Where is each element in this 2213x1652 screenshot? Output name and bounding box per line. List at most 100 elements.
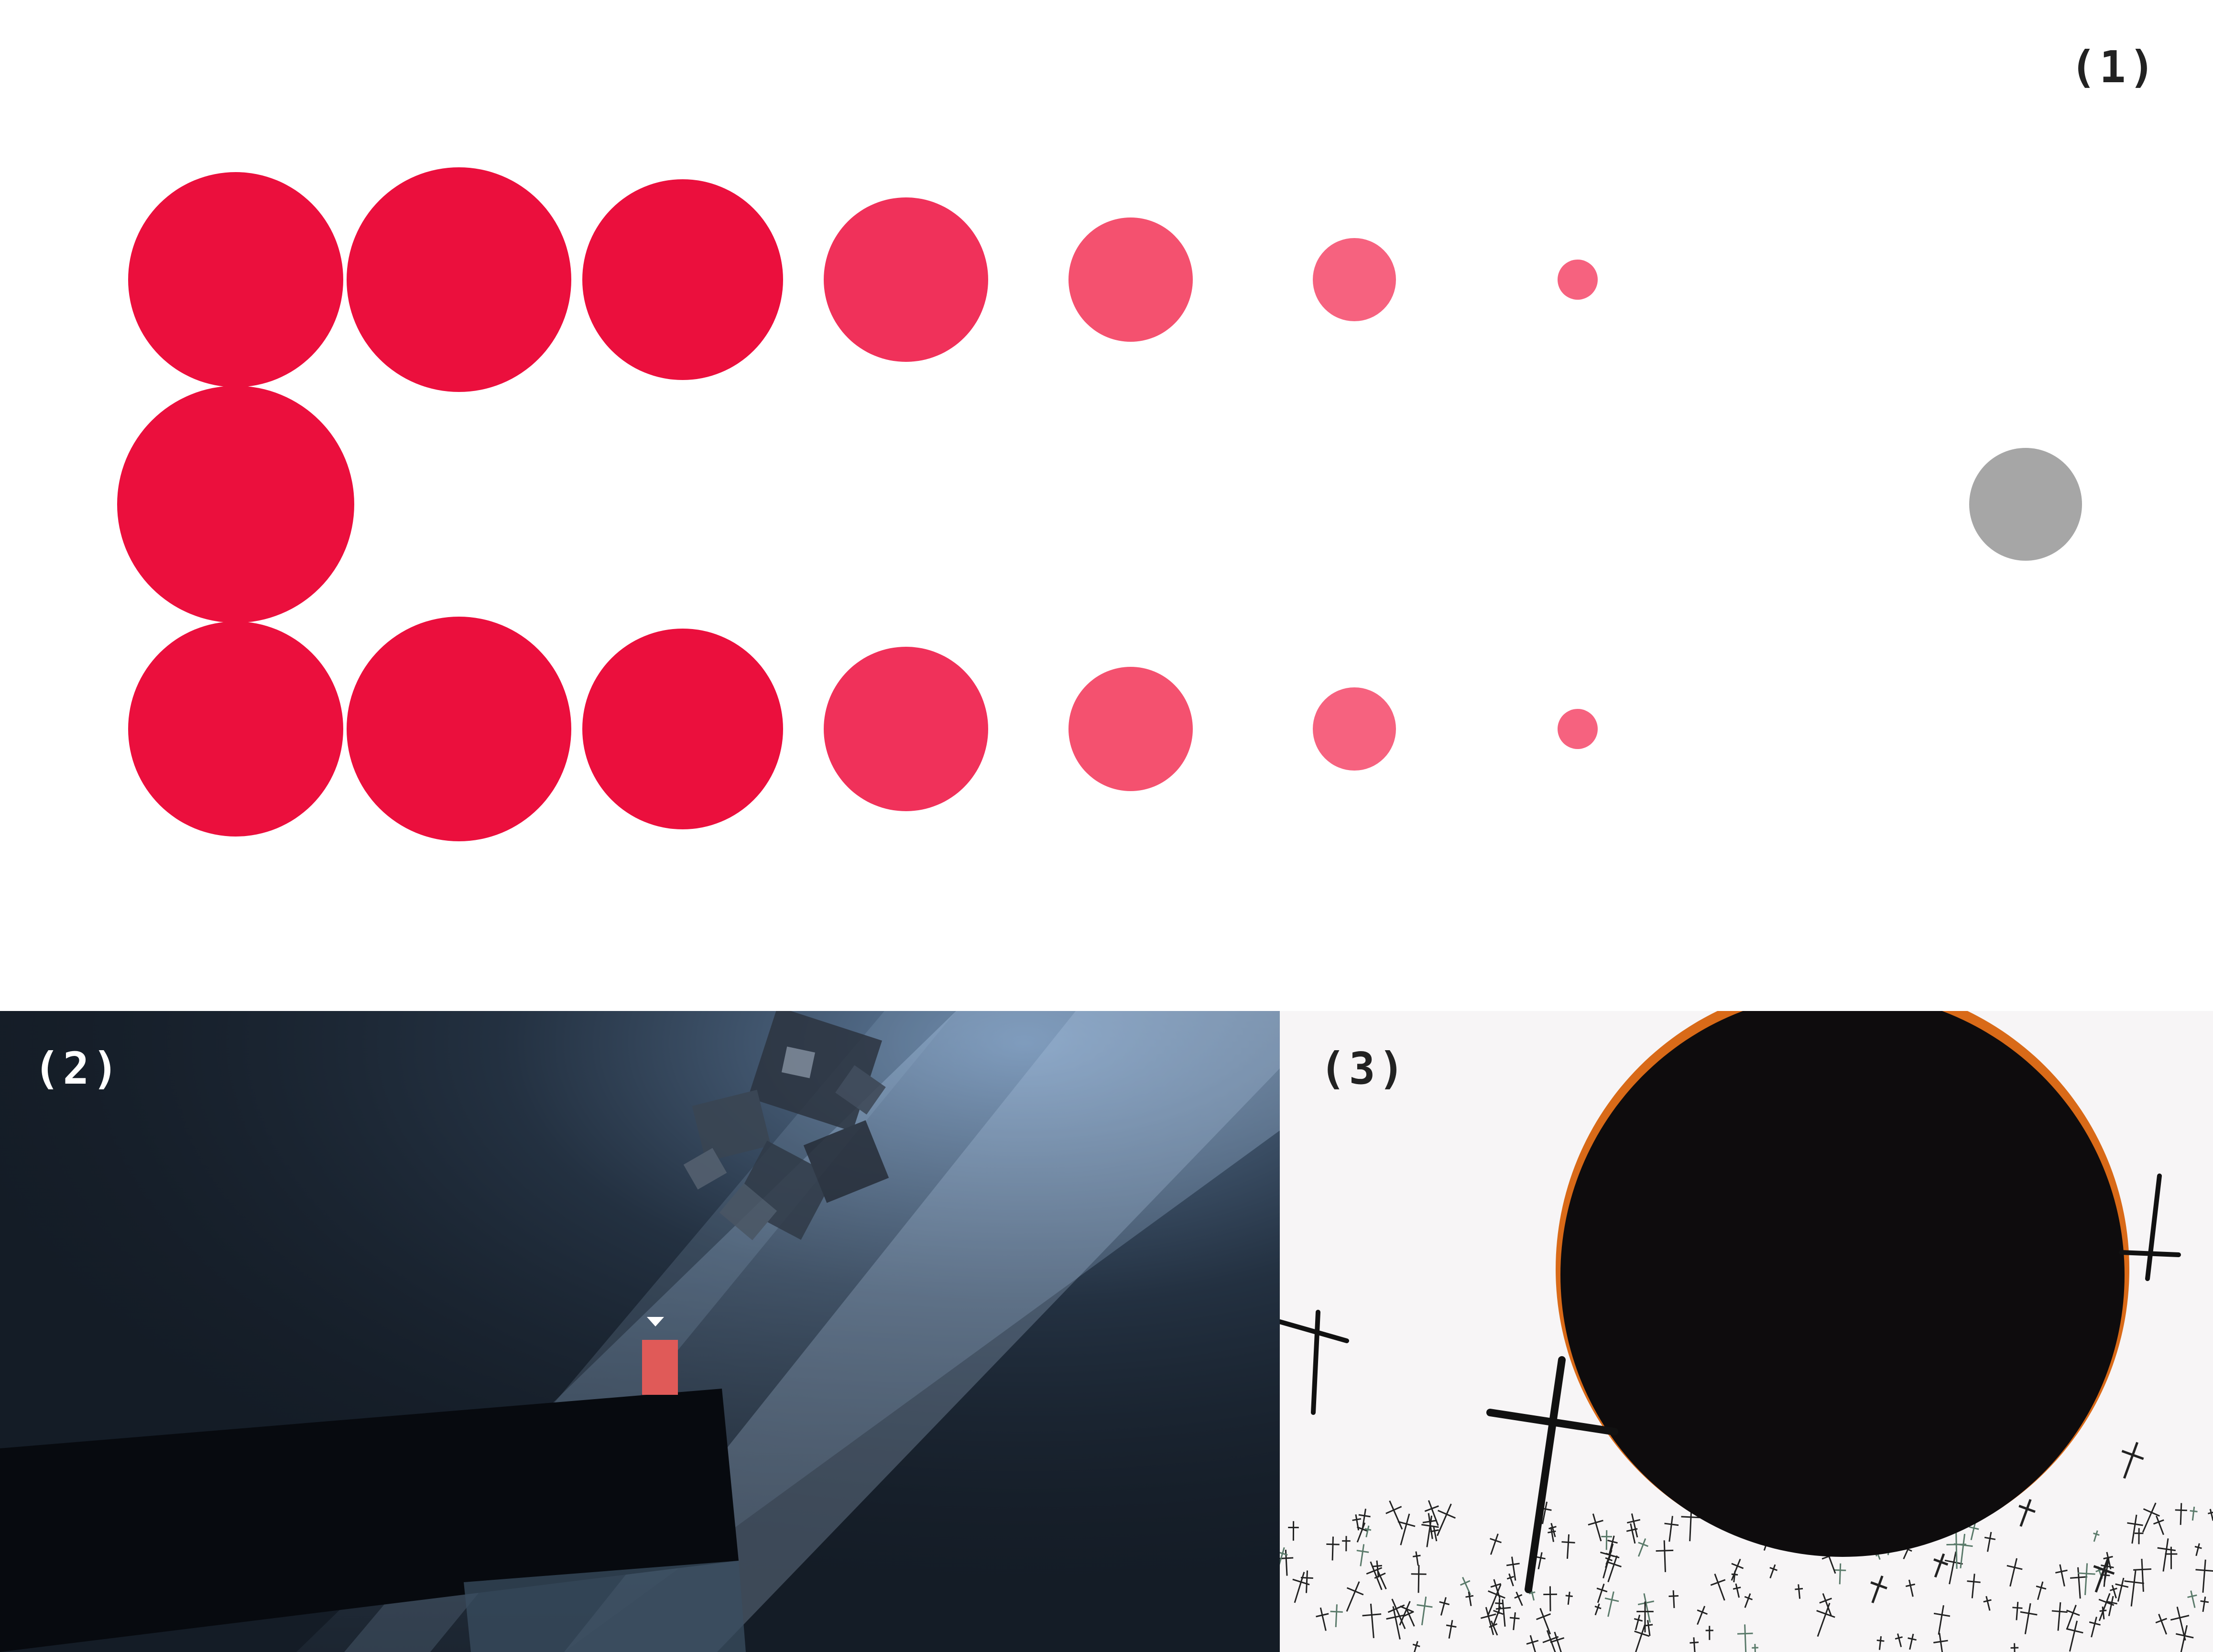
small-cross <box>1490 1533 1502 1555</box>
small-cross <box>2121 1442 2144 1479</box>
dot-trail-canvas <box>117 167 2082 841</box>
top-row-dot-5 <box>1068 217 1193 342</box>
small-cross <box>1933 1605 1951 1635</box>
bottom-row-dot-3 <box>582 629 783 829</box>
light-beam-canvas <box>0 1011 1280 1652</box>
small-cross <box>1364 1525 1372 1538</box>
small-cross <box>1542 1630 1559 1652</box>
panel-light-beam-scene <box>0 1011 1280 1652</box>
small-cross <box>2098 1593 2115 1621</box>
small-cross <box>2066 1620 2083 1652</box>
small-cross <box>1437 1503 1456 1536</box>
small-cross <box>2006 1558 2023 1587</box>
small-cross <box>1834 1563 1846 1585</box>
small-cross <box>1870 1575 1887 1604</box>
small-cross <box>1983 1596 1992 1611</box>
small-cross <box>1548 1527 1556 1542</box>
small-cross <box>1933 1553 1949 1578</box>
small-cross <box>1908 1633 1917 1650</box>
small-cross <box>1536 1552 1546 1570</box>
top-row-dot-4 <box>824 197 988 362</box>
gray-ball <box>1969 448 2082 561</box>
small-cross <box>1366 1561 1383 1590</box>
small-cross <box>1933 1633 1948 1652</box>
bottom-row-dot-4 <box>824 647 988 811</box>
small-cross <box>2127 1514 2143 1544</box>
small-cross <box>1346 1581 1364 1612</box>
cross-far-left <box>1280 1310 1349 1415</box>
character-indicator-icon <box>647 1317 664 1326</box>
small-cross <box>1946 1532 1966 1569</box>
small-cross <box>1487 1584 1505 1616</box>
small-cross <box>1664 1516 1679 1542</box>
small-cross <box>1526 1635 1539 1652</box>
small-cross <box>2190 1506 2198 1521</box>
small-cross <box>1356 1522 1368 1543</box>
lower-platform <box>464 1561 746 1652</box>
small-cross <box>1493 1606 1504 1625</box>
small-cross <box>1465 1591 1474 1607</box>
debris-cluster <box>683 1011 889 1240</box>
panel-black-sun-scene <box>1280 1011 2213 1652</box>
cross-field <box>1280 1416 2213 1652</box>
small-cross <box>1548 1523 1557 1537</box>
small-cross <box>1744 1593 1753 1608</box>
small-cross <box>2103 1552 2113 1570</box>
small-cross <box>1604 1591 1619 1617</box>
small-cross <box>1733 1583 1741 1598</box>
small-cross <box>2115 1577 2129 1602</box>
small-cross <box>1634 1615 1643 1630</box>
small-cross <box>1606 1555 1622 1583</box>
bottom-row-dot-7 <box>1558 709 1598 749</box>
small-cross <box>1594 1603 1602 1616</box>
small-cross <box>1412 1641 1420 1652</box>
small-cross <box>2200 1597 2209 1612</box>
middle-row-dot <box>117 386 354 623</box>
small-cross <box>1446 1619 1457 1639</box>
small-cross <box>2055 1564 2068 1587</box>
small-cross <box>2077 1563 2095 1595</box>
small-cross <box>1362 1603 1382 1638</box>
small-cross <box>1656 1540 1674 1572</box>
small-cross <box>2093 1530 2100 1542</box>
small-cross <box>1596 1583 1608 1603</box>
small-cross <box>1506 1573 1515 1587</box>
top-row-dot-2 <box>347 167 571 392</box>
small-cross <box>2208 1509 2213 1521</box>
small-cross <box>1634 1624 1650 1652</box>
small-cross <box>1330 1604 1343 1628</box>
small-cross <box>2089 1617 2101 1638</box>
small-cross <box>1644 1620 1653 1636</box>
small-cross <box>1731 1558 1744 1581</box>
small-cross <box>1421 1515 1439 1547</box>
bottom-row-dot-1 <box>128 621 343 837</box>
small-cross <box>1636 1601 1654 1633</box>
small-cross <box>1752 1644 1759 1652</box>
panel-label-1: (1) <box>2070 42 2158 93</box>
small-cross <box>1876 1636 1885 1650</box>
panel-label-2: (2) <box>33 1043 122 1094</box>
small-cross <box>1637 1538 1648 1557</box>
small-cross <box>1737 1624 1753 1652</box>
small-cross <box>1417 1597 1433 1626</box>
small-cross <box>1342 1536 1351 1552</box>
bottom-row-dot-5 <box>1068 667 1193 791</box>
small-cross <box>1326 1536 1340 1561</box>
small-cross <box>1967 1574 1981 1598</box>
small-cross <box>2194 1543 2202 1556</box>
small-cross <box>1816 1603 1835 1637</box>
small-cross <box>1412 1551 1421 1566</box>
small-cross <box>1495 1599 1511 1627</box>
small-cross <box>2142 1502 2160 1533</box>
small-cross <box>1668 1590 1679 1609</box>
small-cross <box>1905 1579 1916 1597</box>
small-cross <box>1480 1607 1496 1635</box>
black-sun <box>1560 1011 2125 1557</box>
small-cross <box>1819 1593 1832 1616</box>
small-cross <box>1601 1530 1612 1550</box>
small-cross <box>2153 1515 2164 1535</box>
small-cross <box>1550 1631 1565 1652</box>
small-cross <box>2110 1585 2117 1598</box>
small-cross <box>1356 1544 1369 1566</box>
small-cross <box>2195 1559 2213 1593</box>
